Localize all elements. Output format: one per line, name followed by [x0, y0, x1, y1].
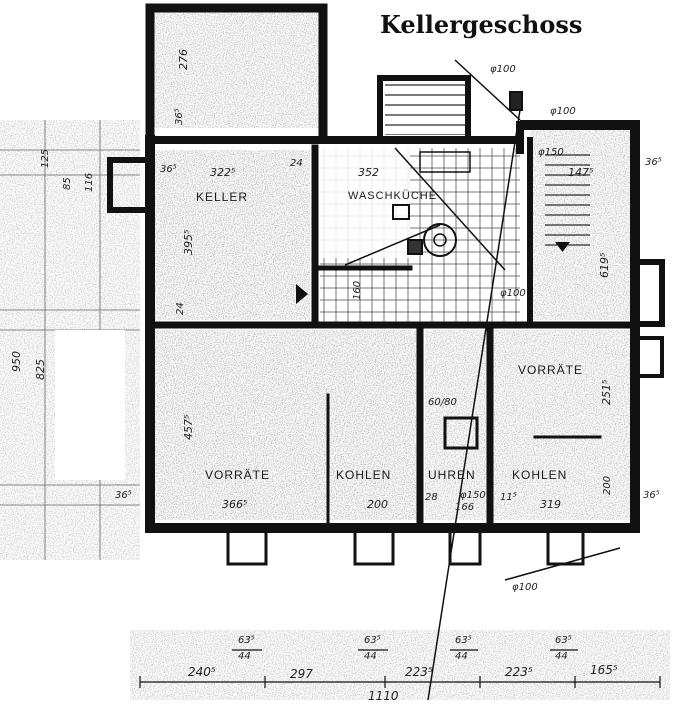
stair-upper: [385, 80, 465, 135]
dim-395: 395⁵: [182, 230, 195, 255]
pipe-lines: [344, 59, 621, 701]
dim-63-c: 63⁵: [455, 635, 472, 646]
dim-240: 240⁵: [188, 665, 216, 679]
room-label-waschkueche: WASCHKÜCHE: [348, 190, 437, 202]
dim-223-a: 223⁵: [405, 665, 433, 679]
annotation-shaft: 60/80: [428, 397, 457, 408]
dim-457: 457⁵: [182, 415, 195, 440]
annotation-phi100-top: φ100: [490, 64, 516, 75]
dim-44-d: 44: [555, 651, 568, 662]
room-label-uhren: UHREN: [428, 468, 476, 482]
page-title: Kellergeschoss: [380, 10, 583, 39]
dim-1110: 1110: [368, 689, 399, 703]
dim-365-b: 36⁵: [645, 157, 662, 168]
room-label-vorraete-right: VORRÄTE: [518, 363, 583, 377]
dim-366: 366⁵: [222, 498, 247, 511]
dim-28: 28: [425, 492, 438, 503]
dim-619: 619⁵: [598, 253, 611, 278]
room-label-kohlen-left: KOHLEN: [336, 468, 391, 482]
dim-85: 85: [62, 177, 73, 190]
dim-322: 322⁵: [210, 166, 235, 179]
dim-63-b: 63⁵: [364, 635, 381, 646]
dim-251: 251⁵: [600, 380, 613, 405]
dim-147: 147⁵: [568, 166, 593, 179]
dim-116: 116: [84, 173, 95, 192]
dim-223-b: 223⁵: [505, 665, 533, 679]
dim-63-d: 63⁵: [555, 635, 572, 646]
dim-825: 825: [34, 359, 47, 380]
walls: [107, 3, 665, 566]
room-label-keller: KELLER: [196, 190, 248, 204]
dim-950: 950: [10, 351, 23, 372]
dim-24-b: 24: [175, 302, 186, 315]
dim-44-a: 44: [238, 651, 251, 662]
dim-63-a: 63⁵: [238, 635, 255, 646]
dim-165: 165⁵: [590, 663, 618, 677]
dim-166: 166: [455, 502, 474, 513]
dim-352: 352: [358, 166, 379, 179]
dim-297: 297: [290, 667, 313, 681]
dim-24-a: 24: [290, 158, 303, 169]
dim-115: 11⁵: [500, 492, 517, 503]
exterior-grid: [0, 120, 140, 560]
dim-200-vertical: 200: [602, 476, 613, 495]
annotation-phi100-mid: φ100: [500, 288, 526, 299]
stair-right: [545, 150, 590, 250]
dim-319: 319: [540, 498, 561, 511]
annotation-phi100-top2: φ100: [550, 106, 576, 117]
dim-44-b: 44: [364, 651, 377, 662]
annotation-phi100-bottom: φ100: [512, 582, 538, 593]
bottom-dimension-line: [139, 649, 661, 688]
dim-200: 200: [367, 498, 388, 511]
dim-160: 160: [352, 281, 363, 300]
dim-276: 276: [177, 49, 190, 70]
dim-365-e: 36⁵: [174, 108, 185, 125]
dim-125: 125: [40, 149, 51, 168]
dim-365-a: 36⁵: [160, 164, 177, 175]
fixtures: [296, 91, 570, 304]
annotation-phi150-top: φ150: [538, 147, 564, 158]
annotation-phi150-bottom: φ150: [460, 490, 486, 501]
room-label-vorraete-left: VORRÄTE: [205, 468, 270, 482]
dim-44-c: 44: [455, 651, 468, 662]
room-label-kohlen-right: KOHLEN: [512, 468, 567, 482]
dim-365-c: 36⁵: [115, 490, 132, 501]
dim-365-d: 36⁵: [643, 490, 660, 501]
